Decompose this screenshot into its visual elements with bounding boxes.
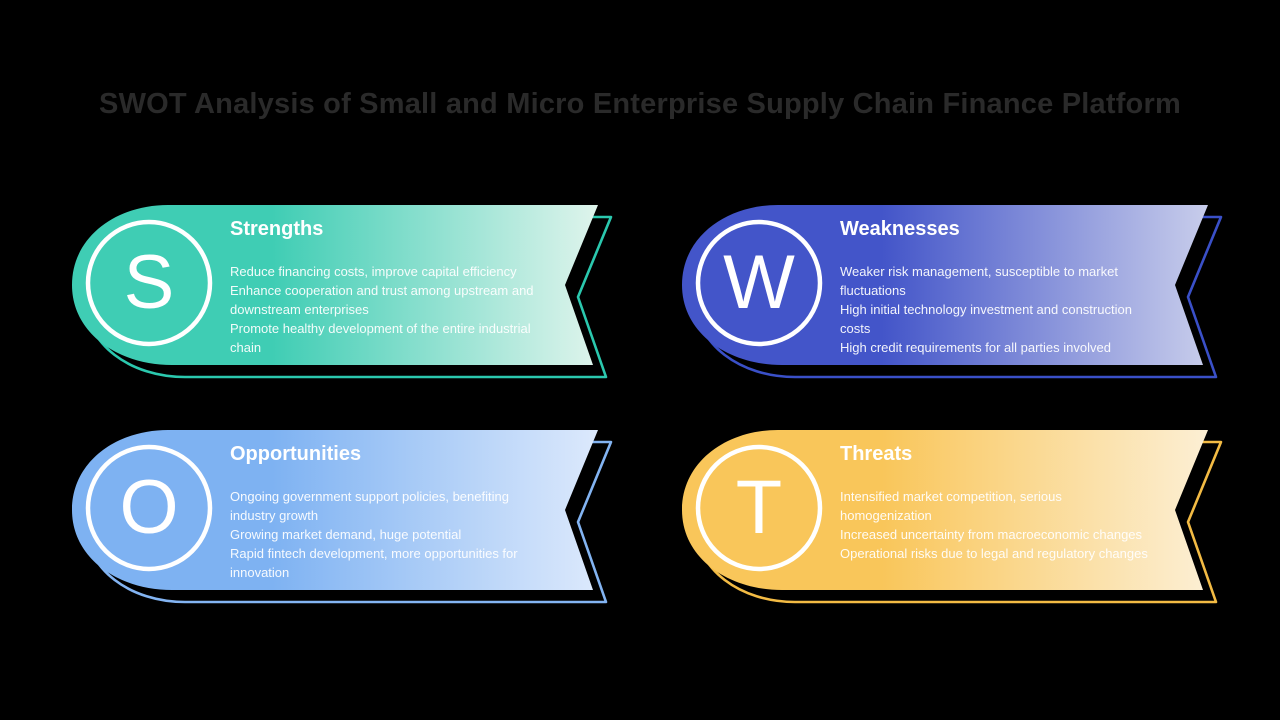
threats-point-2: Increased uncertainty from macroeconomic… <box>840 527 1143 542</box>
quadrant-strengths: S Strengths Reduce financing costs, impr… <box>72 201 617 393</box>
opportunities-title: Opportunities <box>230 443 362 465</box>
strengths-circle-ring <box>85 219 213 347</box>
page-title: SWOT Analysis of Small and Micro Enterpr… <box>99 88 1181 120</box>
opportunities-ribbon-shape <box>72 430 613 604</box>
quadrant-threats: T Threats Intensified market competition… <box>682 426 1227 618</box>
quadrant-weaknesses: W Weaknesses Weaker risk management, sus… <box>682 201 1227 393</box>
weaknesses-ribbon-shape <box>682 205 1223 379</box>
opportunities-point-1: Ongoing government support policies, ben… <box>230 489 509 523</box>
weaknesses-point-3: High credit requirements for all parties… <box>840 340 1111 355</box>
opportunities-points: Ongoing government support policies, ben… <box>230 487 592 582</box>
quadrant-opportunities: O Opportunities Ongoing government suppo… <box>72 426 617 618</box>
strengths-letter: S <box>123 240 175 325</box>
strengths-point-3: Promote healthy development of the entir… <box>230 321 531 355</box>
opportunities-point-3: Rapid fintech development, more opportun… <box>230 546 518 580</box>
strengths-title: Strengths <box>230 218 324 240</box>
threats-points: Intensified market competition, serious … <box>840 487 1202 563</box>
opportunities-letter: O <box>119 465 179 550</box>
weaknesses-point-2: High initial technology investment and c… <box>840 302 1132 336</box>
threats-letter: T <box>735 465 783 550</box>
threats-title: Threats <box>840 443 913 465</box>
weaknesses-points: Weaker risk management, susceptible to m… <box>840 262 1202 357</box>
weaknesses-circle-ring <box>695 219 823 347</box>
strengths-points: Reduce financing costs, improve capital … <box>230 262 592 357</box>
strengths-point-2: Enhance cooperation and trust among upst… <box>230 283 534 317</box>
weaknesses-point-1: Weaker risk management, susceptible to m… <box>840 264 1118 298</box>
opportunities-circle-ring <box>85 444 213 572</box>
weaknesses-title: Weaknesses <box>840 218 960 240</box>
threats-circle-ring <box>695 444 823 572</box>
opportunities-point-2: Growing market demand, huge potential <box>230 527 462 542</box>
threats-point-3: Operational risks due to legal and regul… <box>840 546 1148 561</box>
weaknesses-letter: W <box>723 240 795 325</box>
threats-point-1: Intensified market competition, serious … <box>840 489 1062 523</box>
threats-ribbon-shape <box>682 430 1223 604</box>
strengths-point-1: Reduce financing costs, improve capital … <box>230 264 517 279</box>
strengths-ribbon-shape <box>72 205 613 379</box>
